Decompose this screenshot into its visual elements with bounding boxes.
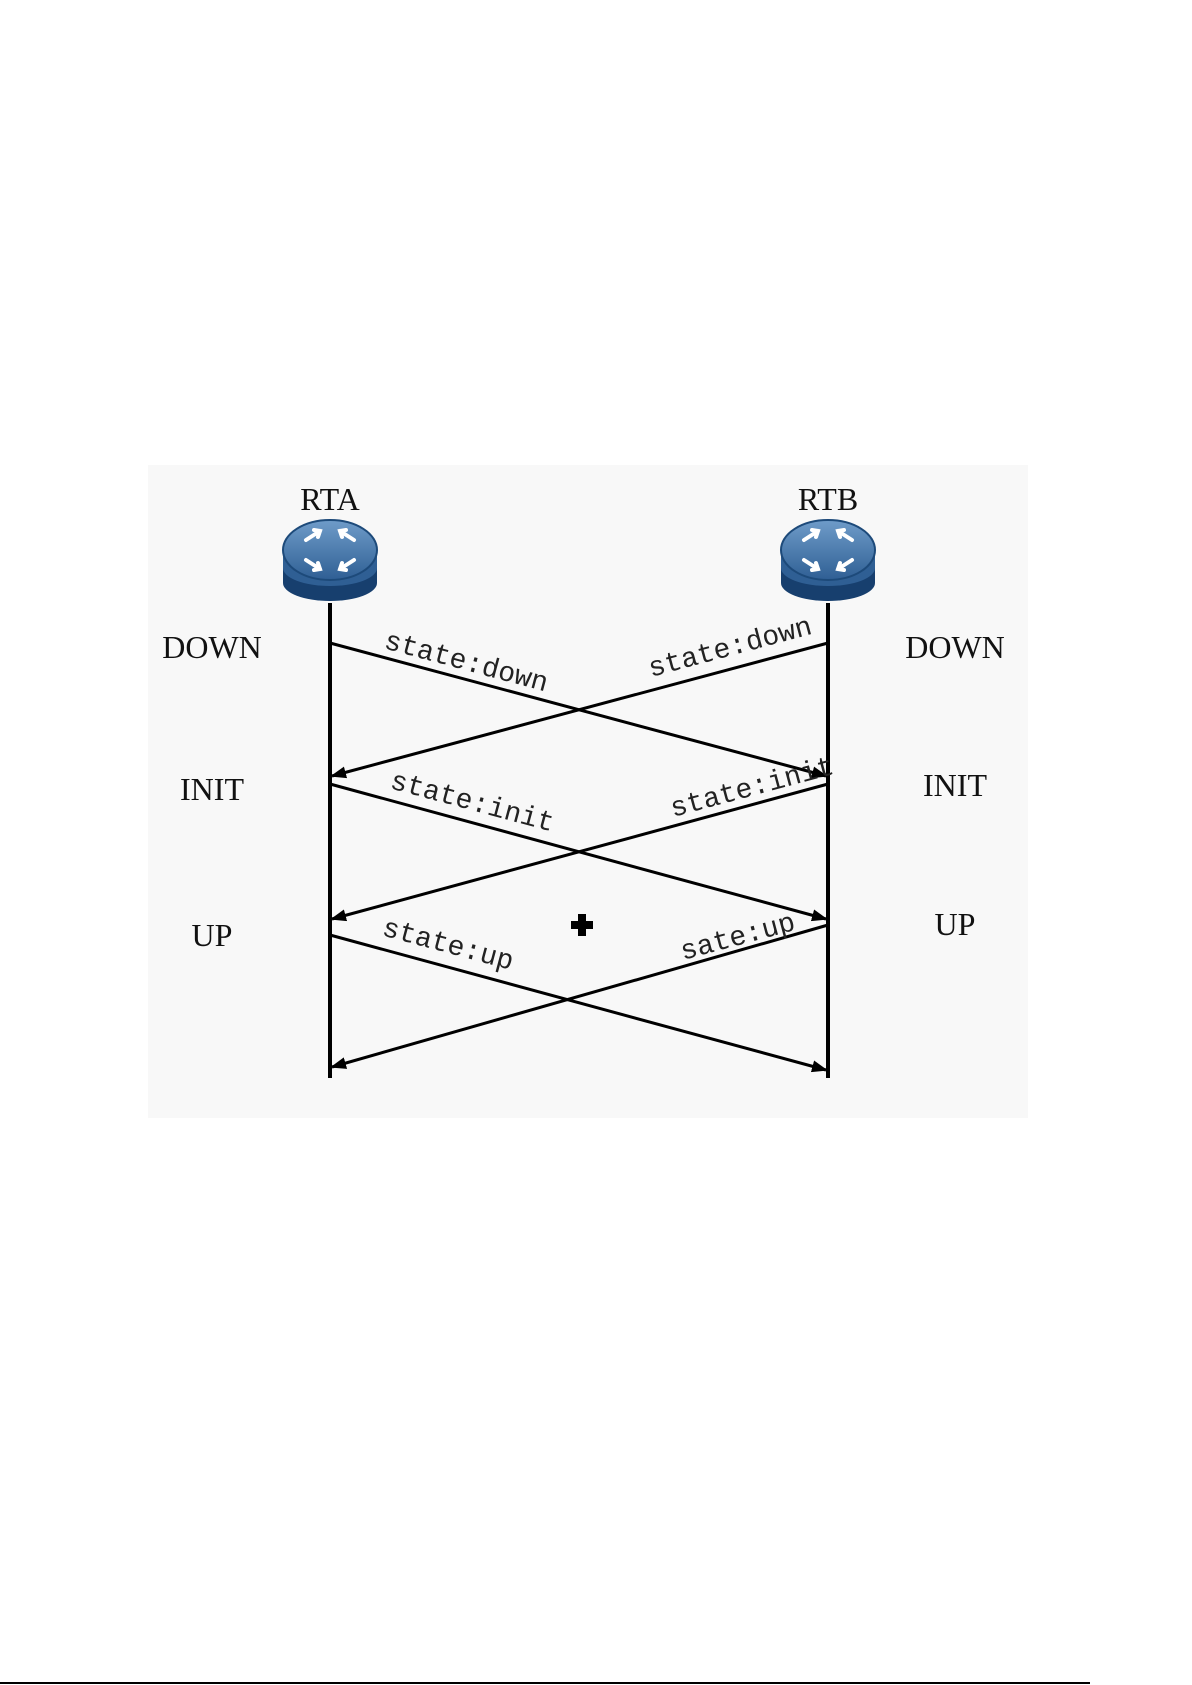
message-arrow-b-to-a-down [330, 641, 829, 779]
message-arrow-a-to-b-up [329, 933, 828, 1073]
message-label-b-to-a-down: state:down [645, 612, 815, 685]
router-rta: RTA [282, 481, 378, 601]
cursor-crosshair-icon [571, 914, 593, 936]
router-label-rtb: RTB [798, 481, 858, 517]
state-label-rtb-down: DOWN [905, 629, 1005, 665]
state-label-rta-down: DOWN [162, 629, 262, 665]
router-rtb: RTB [780, 481, 876, 601]
router-label-rta: RTA [300, 481, 360, 517]
state-label-rtb-up: UP [935, 906, 976, 942]
message-arrow-b-to-a-up [330, 923, 829, 1069]
message-label-a-to-b-down: state:down [381, 627, 551, 700]
page-bottom-rule [0, 1682, 1090, 1684]
state-label-rtb-init: INIT [923, 767, 987, 803]
message-arrow-b-to-a-init [330, 782, 829, 922]
router-icon [780, 519, 876, 601]
message-label-a-to-b-up: state:up [379, 914, 517, 979]
router-icon [282, 519, 378, 601]
message-label-a-to-b-init: state:init [387, 767, 557, 840]
state-label-rta-up: UP [192, 917, 233, 953]
state-label-rta-init: INIT [180, 771, 244, 807]
message-label-b-to-a-init: state:init [667, 752, 837, 825]
message-label-b-to-a-up: sate:up [677, 908, 799, 968]
